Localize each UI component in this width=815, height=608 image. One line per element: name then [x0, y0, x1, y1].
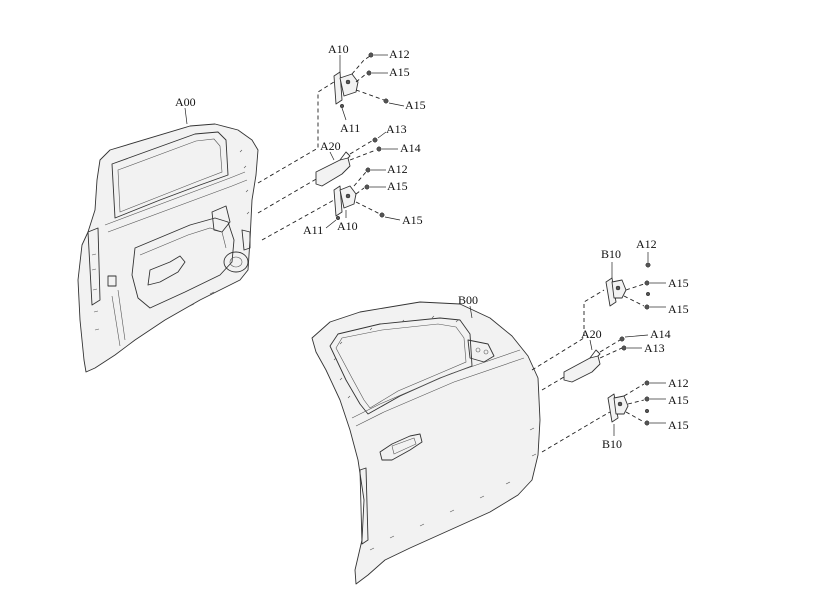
label-a14: A14 — [400, 141, 421, 155]
label-a15-r3: A15 — [668, 393, 689, 407]
bolt-a13 — [372, 137, 378, 143]
pin-a11-top — [339, 103, 345, 109]
label-b10-bot: B10 — [602, 437, 622, 451]
b00-leader — [469, 305, 473, 319]
bolt-a15-r1 — [644, 280, 650, 286]
bolt-a15-r2 — [644, 304, 650, 310]
label-a13: A13 — [386, 122, 407, 136]
rear-door-b00 — [311, 301, 541, 585]
label-b10-top: B10 — [601, 247, 621, 261]
label-a20-left: A20 — [320, 139, 341, 153]
bolt-a15-r-extra — [645, 291, 651, 297]
label-a13-r: A13 — [644, 341, 665, 355]
label-a10-top: A10 — [328, 42, 349, 56]
check-strap-a20-rear — [563, 349, 601, 383]
label-a14-r: A14 — [650, 327, 671, 341]
bolt-a12-rbot — [644, 380, 650, 386]
label-a12-mid: A12 — [387, 162, 408, 176]
hinge-a10-bottom — [333, 185, 357, 217]
label-a12-rtop: A12 — [636, 237, 657, 251]
bolt-a15-mid1 — [364, 184, 370, 190]
label-a00: A00 — [175, 95, 196, 109]
label-a20-right: A20 — [581, 327, 602, 341]
bolt-a15-mid2 — [379, 212, 385, 218]
b00-top-hinge-align — [531, 289, 605, 371]
label-a12-rbot: A12 — [668, 376, 689, 390]
bolt-a15-top1 — [366, 70, 372, 76]
label-a11-top: A11 — [340, 121, 360, 135]
bolt-a15-r-extra2 — [644, 408, 650, 414]
hinge-b10-bottom — [607, 393, 629, 423]
label-b00: B00 — [458, 293, 478, 307]
pin-a11-bot — [335, 215, 341, 221]
b00-bottom-hinge-align — [541, 411, 611, 453]
label-a15-mid2: A15 — [402, 213, 423, 227]
label-a15-r2: A15 — [668, 302, 689, 316]
label-a15-r1: A15 — [668, 276, 689, 290]
label-a15-top2: A15 — [405, 98, 426, 112]
front-door-a00 — [77, 123, 259, 373]
label-a11-bot: A11 — [303, 223, 323, 237]
bolt-a12-top — [368, 52, 374, 58]
bolt-a14 — [376, 146, 382, 152]
check-strap-a20-front — [315, 151, 351, 187]
bolt-a12-rtop — [645, 262, 651, 268]
label-a12-top: A12 — [389, 47, 410, 61]
label-a15-mid1: A15 — [387, 179, 408, 193]
hinge-a10-top — [333, 71, 359, 105]
bolt-a12-mid — [365, 167, 371, 173]
bolt-a15-r3 — [644, 396, 650, 402]
label-a10-bot: A10 — [337, 219, 358, 233]
bolt-a15-top2 — [383, 98, 389, 104]
hinge-b10-top — [605, 277, 627, 307]
bolt-a14-r — [619, 336, 625, 342]
label-a15-top1: A15 — [389, 65, 410, 79]
a00-leader — [184, 107, 188, 125]
a00-top-hinge-align — [257, 81, 335, 184]
bolt-a15-r4 — [644, 420, 650, 426]
bolt-a13-r — [621, 345, 627, 351]
a00-bottom-hinge-align — [261, 199, 335, 241]
label-a15-r4: A15 — [668, 418, 689, 432]
